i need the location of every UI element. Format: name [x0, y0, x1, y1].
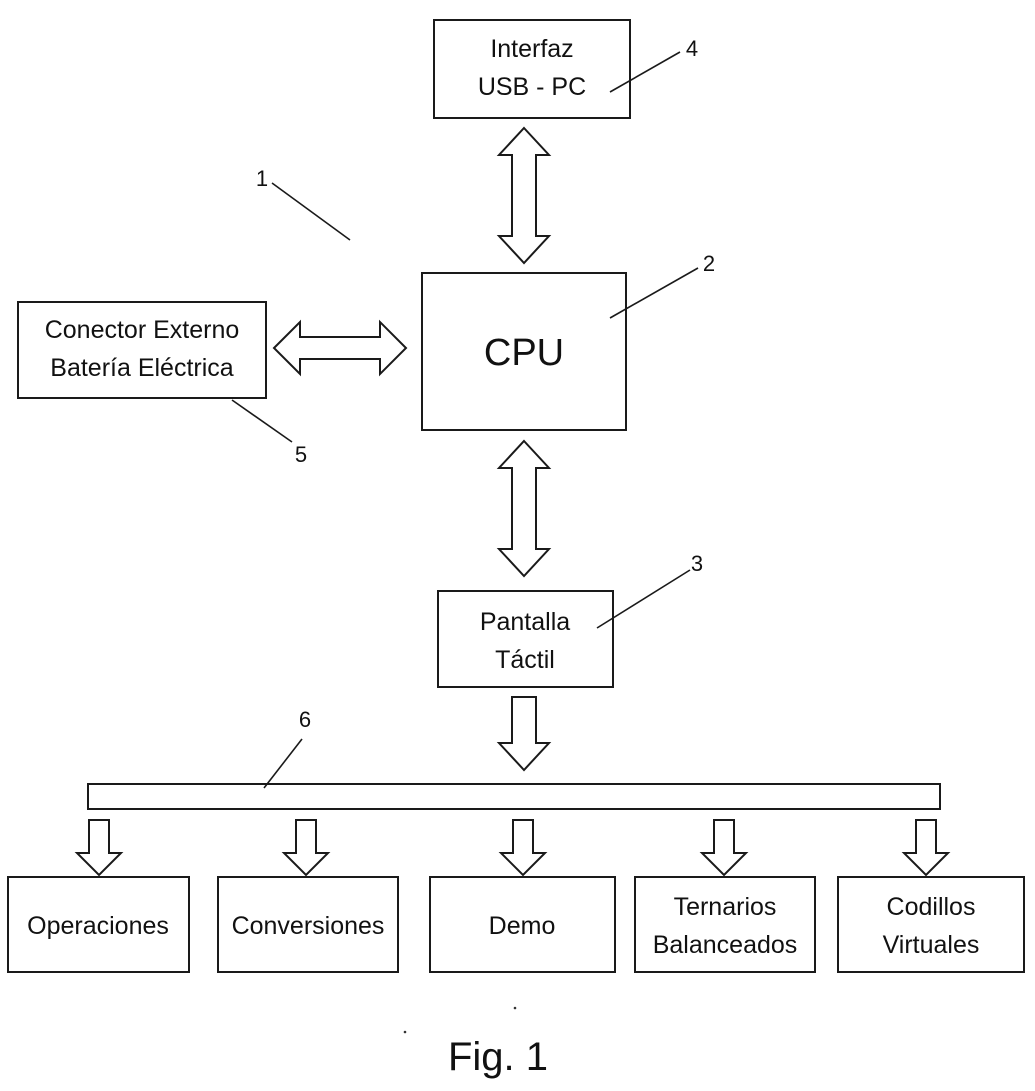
leader-line-1: [272, 183, 350, 240]
ref-number-4: 4: [686, 36, 698, 61]
module-conversiones: Conversiones: [218, 877, 398, 972]
module-ternarios-line2: Balanceados: [653, 931, 798, 959]
module-operaciones: Operaciones: [8, 877, 189, 972]
leader-line-5: [232, 400, 292, 442]
battery-cpu-double-arrow: [274, 322, 406, 374]
ref-number-5: 5: [295, 442, 307, 467]
module-codillos-line1: Codillos: [887, 893, 976, 921]
battery-block-line1: Conector Externo: [45, 316, 240, 344]
module-demo-label: Demo: [489, 912, 556, 940]
touchscreen-block-line2: Táctil: [495, 646, 555, 674]
menu-bus-bar: [88, 784, 940, 809]
usb-pc-interface-block: Interfaz USB - PC: [434, 20, 630, 118]
battery-connector-block: Conector Externo Batería Eléctrica: [18, 302, 266, 398]
ref-number-3: 3: [691, 551, 703, 576]
leader-line-6: [264, 739, 302, 788]
module-codillos-virtuales: Codillos Virtuales: [838, 877, 1024, 972]
scan-speck: [514, 1007, 517, 1010]
module-operaciones-label: Operaciones: [27, 912, 169, 940]
usb-block-line1: Interfaz: [490, 35, 573, 63]
figure-caption: Fig. 1: [448, 1035, 548, 1079]
battery-block-line2: Batería Eléctrica: [50, 354, 234, 382]
usb-block-line2: USB - PC: [478, 73, 586, 101]
bus-to-operaciones-arrow: [77, 820, 121, 875]
scan-speck: [404, 1031, 407, 1034]
module-ternarios-balanceados: Ternarios Balanceados: [635, 877, 815, 972]
touchscreen-block-line1: Pantalla: [480, 608, 570, 636]
bus-to-ternarios-arrow: [702, 820, 746, 875]
ref-number-1: 1: [256, 166, 268, 191]
cpu-touchscreen-double-arrow: [499, 441, 549, 576]
cpu-block: CPU: [422, 273, 626, 430]
module-ternarios-line1: Ternarios: [674, 893, 777, 921]
module-codillos-line2: Virtuales: [883, 931, 980, 959]
usb-cpu-double-arrow: [499, 128, 549, 263]
cpu-label: CPU: [484, 332, 564, 374]
module-demo: Demo: [430, 877, 615, 972]
bus-to-conversiones-arrow: [284, 820, 328, 875]
ref-number-6: 6: [299, 707, 311, 732]
touchscreen-block: Pantalla Táctil: [438, 591, 613, 687]
module-conversiones-label: Conversiones: [232, 912, 385, 940]
touchscreen-to-bus-arrow: [499, 697, 549, 770]
bus-to-demo-arrow: [501, 820, 545, 875]
ref-number-2: 2: [703, 251, 715, 276]
bus-to-codillos-arrow: [904, 820, 948, 875]
